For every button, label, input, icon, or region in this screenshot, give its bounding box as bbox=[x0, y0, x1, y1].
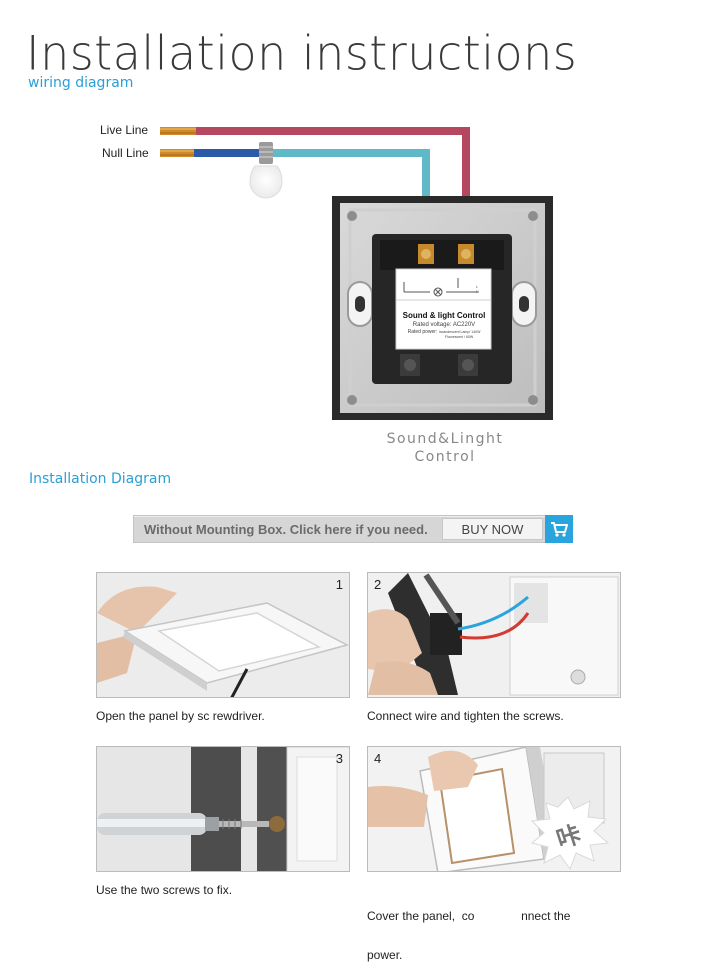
step-number-3: 3 bbox=[335, 751, 343, 766]
mounting-slot-right bbox=[511, 281, 537, 327]
step-4-drawing bbox=[368, 747, 620, 871]
step-number-2: 2 bbox=[374, 577, 382, 592]
step-2-caption: Connect wire and tighten the screws. bbox=[367, 709, 564, 723]
step-number-1: 1 bbox=[335, 577, 343, 592]
step-1-caption: Open the panel by sc rewdriver. bbox=[96, 709, 265, 723]
terminal-n-label: N bbox=[476, 289, 479, 294]
step-4-caption: Cover the panel, co nnect the power. bbox=[367, 884, 570, 966]
step-1-image: 1 bbox=[96, 572, 350, 698]
click-burst-shape bbox=[530, 796, 610, 871]
buy-now-button[interactable]: BUY NOW bbox=[442, 518, 543, 540]
switch-caption: Sound&Linght Control bbox=[360, 430, 530, 466]
null-wire-tip bbox=[160, 149, 196, 157]
module-power-detail: Incandescent Lamp/ 140W bbox=[438, 330, 481, 334]
page-title: Installation instructions bbox=[26, 25, 578, 81]
cart-icon bbox=[551, 522, 568, 537]
live-line-label: Live Line bbox=[100, 123, 149, 137]
step-4-image: 咔 4 bbox=[367, 746, 621, 872]
module-power-detail-2: Fluorescent / 60W bbox=[444, 335, 474, 339]
step-3-drawing bbox=[97, 747, 349, 871]
wiring-diagram-subtitle: wiring diagram bbox=[28, 75, 134, 91]
step-4-caption-line2: power. bbox=[367, 948, 403, 962]
cart-button[interactable] bbox=[545, 515, 573, 543]
step-number-4: 4 bbox=[374, 751, 382, 766]
terminal-l-label: L bbox=[476, 284, 479, 289]
module-voltage: Rated voltage: AC220V bbox=[412, 322, 476, 328]
wiring-diagram: Live Line Null Line bbox=[0, 110, 720, 440]
module-power: Rated power: bbox=[407, 329, 438, 335]
mounting-slot-left bbox=[347, 281, 373, 327]
step-1-drawing bbox=[97, 573, 349, 697]
live-wire-tip bbox=[160, 127, 198, 135]
step-2-drawing bbox=[368, 573, 620, 697]
buy-bar[interactable]: Without Mounting Box. Click here if you … bbox=[133, 515, 573, 543]
switch-back-view bbox=[332, 196, 553, 420]
module-title: Sound & light Control bbox=[402, 311, 486, 320]
terminal-n bbox=[458, 244, 474, 264]
terminal-l bbox=[418, 244, 434, 264]
step-2-image: 2 bbox=[367, 572, 621, 698]
installation-diagram-title: Installation Diagram bbox=[29, 471, 172, 487]
null-line-label: Null Line bbox=[102, 146, 149, 160]
bulb-icon bbox=[249, 142, 283, 199]
module-label: Sound & light Control Rated voltage: AC2… bbox=[398, 311, 490, 339]
mounting-box-message[interactable]: Without Mounting Box. Click here if you … bbox=[144, 521, 428, 537]
wiring-drawing bbox=[160, 127, 553, 420]
step-4-caption-line1: Cover the panel, co nnect the bbox=[367, 909, 571, 923]
switch-caption-line2: Control bbox=[414, 449, 476, 465]
step-3-caption: Use the two screws to fix. bbox=[96, 883, 233, 897]
step-3-image: 3 bbox=[96, 746, 350, 872]
switch-caption-line1: Sound&Linght bbox=[386, 431, 504, 447]
